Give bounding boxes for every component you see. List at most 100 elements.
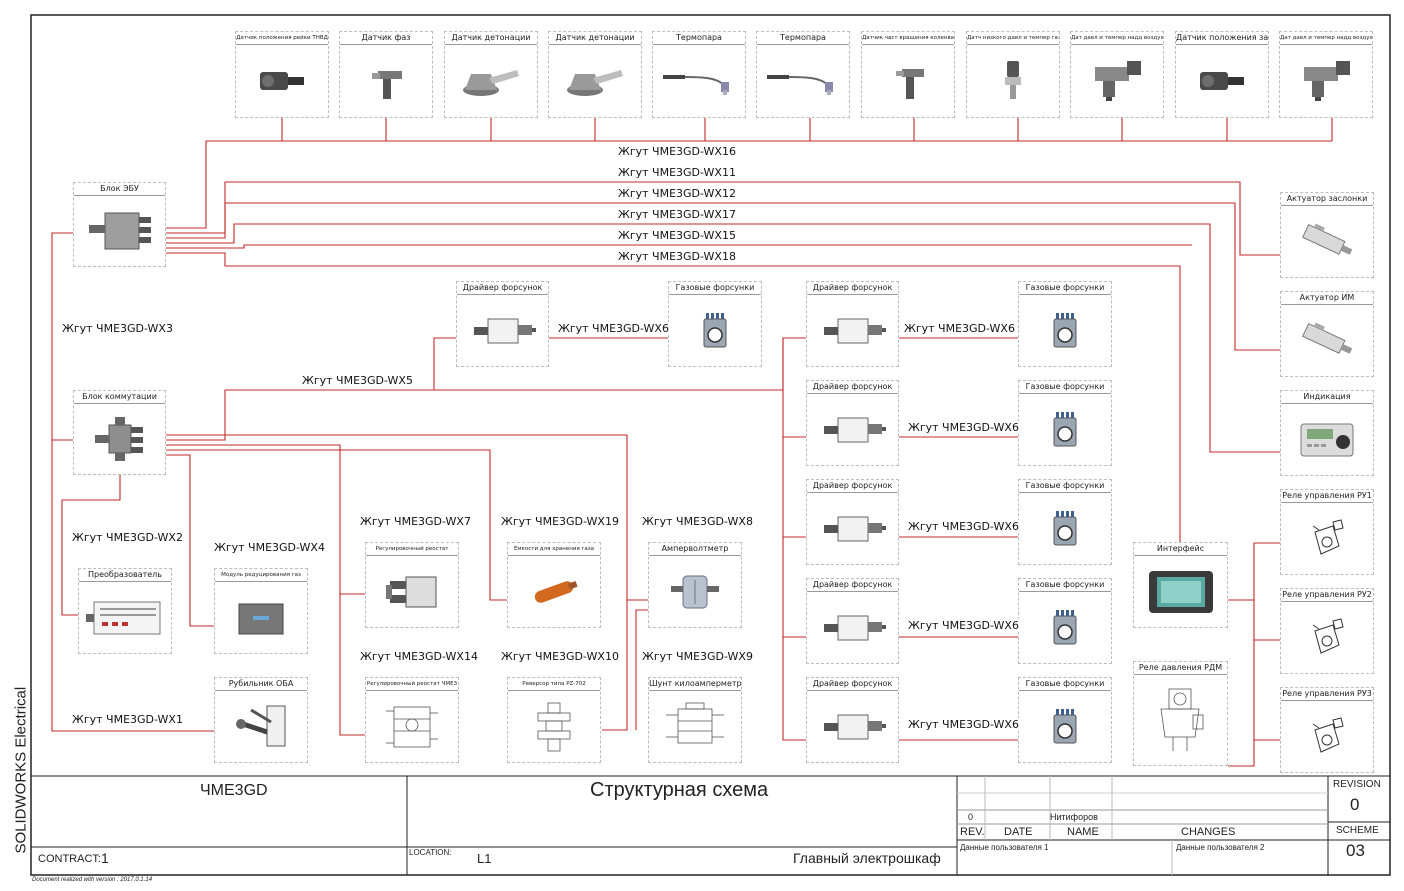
harness-label: Жгут ЧМЕ3GD-WX9 (640, 650, 755, 663)
revision-value: 0 (1350, 795, 1360, 814)
bundle-label: Жгут ЧМЕ3GD-WX11 (616, 166, 738, 179)
boost-sensor-icon (1071, 45, 1163, 117)
component-label: Газовые форсунки (1019, 480, 1111, 493)
component-label: Шунт килоамперметра (649, 678, 741, 691)
wire-paths (51, 118, 1333, 767)
position-sensor-icon (1176, 45, 1268, 117)
harness-label: Жгут ЧМЕ3GD-WX4 (212, 541, 327, 554)
injector-icon (1019, 592, 1111, 663)
component-label: Газовые форсунки (1019, 282, 1111, 295)
harness-label: Жгут ЧМЕ3GD-WX14 (358, 650, 480, 663)
component-label: Дат давл и темпер надд воздуха (1071, 32, 1163, 45)
ecu-box: Блок ЭБУ (73, 182, 166, 267)
component-label: Реверсор типа PZ-702 (508, 678, 600, 691)
driver-box: Драйвер форсунок (806, 479, 899, 565)
scheme-value: 03 (1346, 841, 1365, 860)
bundle-label: Жгут ЧМЕ3GD-WX15 (616, 229, 738, 242)
knock-sensor-icon (549, 45, 641, 117)
sensor-box: Датчик положения рейки ТНВД (235, 31, 329, 118)
sensor-box: Датчик детонации (548, 31, 642, 118)
component-label: Газовые форсунки (669, 282, 761, 295)
ammeter-box: Амперволтметр (648, 542, 742, 628)
driver-box: Драйвер форсунок (456, 281, 549, 367)
converter-icon (79, 582, 171, 653)
interface-box: Интерфейс (1133, 542, 1228, 628)
bundle-label: Жгут ЧМЕ3GD-WX18 (616, 250, 738, 263)
relay1-box: Реле управления РУ1 (1280, 489, 1374, 575)
sensor-box: Датчик фаз (339, 31, 433, 118)
wire-wx12 (165, 202, 1280, 351)
gas-module-box: Модуль редуцирования газ (214, 568, 308, 654)
injector-icon (1019, 691, 1111, 762)
relay3-box: Реле управления РУ3 (1280, 687, 1374, 773)
harness-label: Жгут ЧМЕ3GD-WX10 (499, 650, 621, 663)
harness-label: Жгут ЧМЕ3GD-WX19 (499, 515, 621, 528)
component-label: Модуль редуцирования газ (215, 569, 307, 582)
harness-label: Жгут ЧМЕ3GD-WX6 (902, 322, 1017, 335)
driver-box: Драйвер форсунок (806, 380, 899, 466)
wire-wx1 (51, 440, 214, 732)
injector-icon (669, 295, 761, 366)
position-sensor-icon (236, 45, 328, 117)
component-label: Рубильник ОБА (215, 678, 307, 691)
driver-icon (807, 295, 898, 366)
project-name: ЧМЕ3GD (200, 782, 268, 799)
harness-label: Жгут ЧМЕ3GD-WX5 (300, 374, 415, 387)
header-name: NAME (1067, 826, 1099, 838)
component-label: Драйвер форсунок (807, 579, 898, 592)
rheostat2-box: Регулировочный реостат ЧМЕ3 (365, 677, 459, 763)
driver-icon (807, 493, 898, 564)
thermocouple-icon (653, 45, 745, 117)
driver-box: Драйвер форсунок (806, 677, 899, 763)
harness-label: Жгут ЧМЕ3GD-WX6 (906, 421, 1021, 434)
ecu-icon (74, 196, 165, 266)
component-label: Газовые форсунки (1019, 678, 1111, 691)
knock-sensor-icon (445, 45, 537, 117)
injectors-box: Газовые форсунки (1018, 677, 1112, 763)
version-footer: Document realized with version : 2017.0.… (32, 877, 153, 883)
wire-wx17 (165, 223, 1280, 453)
component-label: Амперволтметр (649, 543, 741, 556)
gas-tank-icon (508, 556, 600, 627)
harness-label: Жгут ЧМЕ3GD-WX3 (60, 322, 175, 335)
rev-value-cell: 0 (968, 812, 974, 822)
wire-wx18 (165, 252, 1181, 543)
harness-label: Жгут ЧМЕ3GD-WX6 (906, 718, 1021, 731)
wire-relay-bus (1228, 542, 1280, 767)
component-label: Драйвер форсунок (457, 282, 548, 295)
pressure-relay-icon (1134, 675, 1227, 765)
injectors-box: Газовые форсунки (1018, 578, 1112, 664)
component-label: Датч низкого давл и темпер газа (967, 32, 1059, 45)
breaker-icon (215, 691, 307, 762)
injectors-box: Газовые форсунки (1018, 479, 1112, 565)
drawing-frame (30, 14, 1391, 876)
component-label: Интерфейс (1134, 543, 1227, 556)
rheostat-icon (366, 556, 458, 627)
wire-wx5 (165, 337, 456, 441)
phase-sensor-icon (340, 45, 432, 117)
injectors-box: Газовые форсунки (1018, 380, 1112, 466)
component-label: Реле управления РУ1 (1281, 490, 1373, 503)
pressure-sensor-icon (967, 45, 1059, 117)
driver-icon (807, 394, 898, 465)
rheostat-box: Регулировочный реостат (365, 542, 459, 628)
bundle-label: Жгут ЧМЕ3GD-WX17 (616, 208, 738, 221)
switch-block-icon (74, 404, 165, 474)
wire-wx7 (165, 444, 365, 595)
component-label: Термопара (757, 32, 849, 45)
component-label: Актуатор ИМ (1281, 292, 1373, 305)
component-label: Газовые форсунки (1019, 579, 1111, 592)
indicator-icon (1281, 404, 1373, 475)
shunt-drawing-icon (649, 691, 741, 762)
sensor-box: Датчик детонации (444, 31, 538, 118)
user-data-2: Данные пользователя 2 (1176, 843, 1265, 852)
reverser-box: Реверсор типа PZ-702 (507, 677, 601, 763)
breaker-box: Рубильник ОБА (214, 677, 308, 763)
wire-wx2 (61, 475, 121, 616)
header-date: DATE (1004, 826, 1033, 838)
wire-wx9 (635, 609, 650, 730)
bundle-label: Жгут ЧМЕ3GD-WX16 (616, 145, 738, 158)
revision-label: REVISION (1333, 779, 1381, 790)
